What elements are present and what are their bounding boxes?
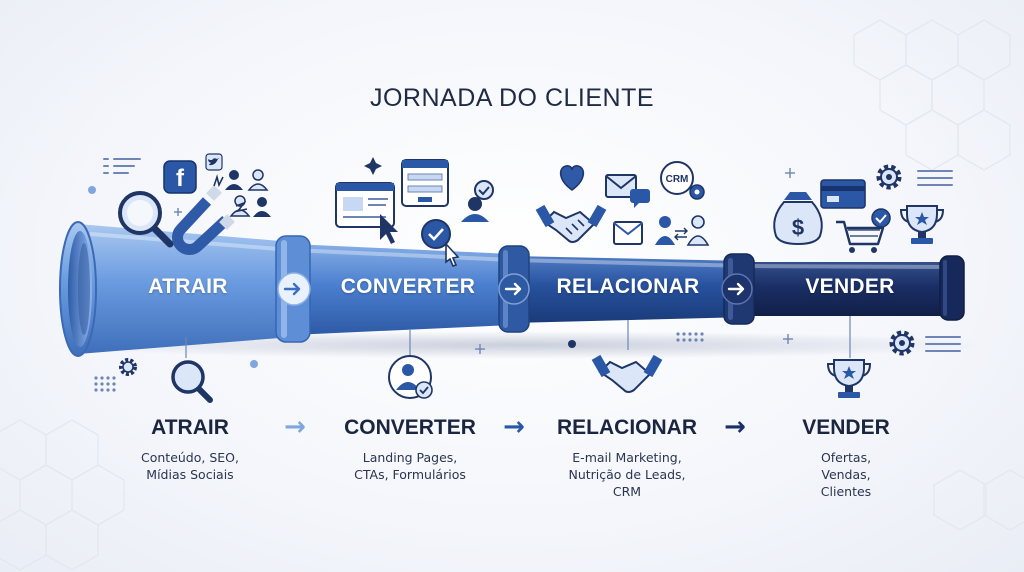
pipe-arrow-3 bbox=[721, 273, 753, 305]
step-desc-converter: Landing Pages, CTAs, Formulários bbox=[310, 449, 510, 483]
lines-right-icon bbox=[917, 170, 953, 186]
step-desc-atrair: Conteúdo, SEO, Mídias Sociais bbox=[90, 449, 290, 483]
funnel-pipe bbox=[59, 221, 965, 357]
step-desc-relacionar: E-mail Marketing, Nutrição de Leads, CRM bbox=[527, 449, 727, 500]
pipe-mouth bbox=[59, 221, 97, 357]
search-icon bbox=[171, 360, 213, 403]
stage-label-relacionar: RELACIONAR bbox=[556, 275, 700, 298]
pipe-arrow-2 bbox=[498, 273, 530, 305]
step-arrow-3: → bbox=[724, 412, 746, 442]
stage-label-vender: VENDER bbox=[805, 275, 895, 298]
step-desc-line: E-mail Marketing, bbox=[572, 450, 682, 465]
dots-grid-icon bbox=[94, 376, 116, 392]
lines-icon bbox=[103, 158, 141, 174]
users-icon bbox=[225, 169, 271, 217]
newsletter-icon bbox=[613, 221, 643, 245]
user-verified-icon bbox=[388, 355, 433, 399]
trophy-icon bbox=[899, 205, 945, 244]
twitter-icon bbox=[205, 153, 223, 171]
form-icon bbox=[401, 159, 449, 207]
chat-icon bbox=[630, 189, 650, 208]
pipe-arrow-1 bbox=[277, 272, 311, 306]
money-bag-icon: $ bbox=[773, 192, 823, 246]
browser-window-icon bbox=[335, 182, 395, 228]
mail-icon bbox=[605, 174, 637, 198]
step-desc-line: Vendas, bbox=[821, 467, 871, 482]
shopping-cart-icon bbox=[836, 208, 891, 253]
magnet-icon bbox=[172, 174, 248, 255]
facebook-glyph: f bbox=[176, 165, 185, 192]
click-check-icon bbox=[421, 219, 460, 267]
step-desc-line: CTAs, Formulários bbox=[354, 467, 466, 482]
pipe-segment-relacionar bbox=[512, 256, 748, 323]
diagram-title: JORNADA DO CLIENTE bbox=[369, 84, 655, 112]
step-desc-line: Landing Pages, bbox=[362, 450, 458, 465]
step-desc-line: Conteúdo, SEO, bbox=[141, 450, 239, 465]
sparkle-icon bbox=[174, 208, 182, 216]
crm-glyph: CRM bbox=[666, 174, 689, 185]
connector-lines bbox=[185, 316, 851, 358]
credit-card-icon bbox=[820, 179, 866, 209]
dots-grid-right-icon bbox=[676, 332, 704, 342]
pipe-segment-atrair bbox=[78, 224, 292, 354]
step-title-vender: VENDER bbox=[802, 416, 890, 439]
stage-label-atrair: ATRAIR bbox=[148, 275, 228, 298]
dot-small-icon bbox=[250, 360, 258, 368]
cursor-icon bbox=[380, 214, 398, 244]
step-title-relacionar: RELACIONAR bbox=[557, 416, 697, 439]
pipe-end-cap bbox=[939, 255, 965, 321]
handshake-icon bbox=[535, 204, 607, 243]
step-desc-line: Mídias Sociais bbox=[146, 467, 234, 482]
crm-icon: CRM bbox=[660, 161, 705, 200]
user-check-icon bbox=[461, 180, 494, 222]
handshake-bottom-icon bbox=[591, 354, 663, 393]
step-desc-line: Nutrição de Leads, bbox=[568, 467, 686, 482]
facebook-icon: f bbox=[163, 160, 197, 194]
lines-bottom-icon bbox=[925, 336, 961, 352]
sparkle-small-icon bbox=[785, 168, 795, 178]
dot-dark-icon bbox=[568, 340, 576, 348]
pipe-segment-converter bbox=[292, 244, 512, 335]
dot-icon bbox=[88, 186, 96, 194]
magnifier-icon bbox=[118, 191, 174, 248]
step-desc-line: Ofertas, bbox=[820, 450, 872, 465]
step-arrow-1: → bbox=[284, 412, 306, 442]
step-desc-line: CRM bbox=[612, 484, 642, 499]
gear-small-icon bbox=[119, 358, 137, 376]
pipe-segment-vender bbox=[748, 262, 950, 316]
step-desc-line: Clientes bbox=[820, 484, 872, 499]
trophy-bottom-icon bbox=[826, 359, 872, 398]
gear-icon bbox=[876, 164, 902, 190]
step-title-atrair: ATRAIR bbox=[151, 416, 229, 439]
star-sparkle-icon bbox=[364, 157, 382, 175]
heart-icon bbox=[559, 165, 585, 191]
sparkle-bottom-icon bbox=[475, 334, 793, 354]
step-desc-vender: Ofertas, Vendas, Clientes bbox=[746, 449, 946, 500]
step-title-converter: CONVERTER bbox=[344, 416, 476, 439]
dollar-glyph: $ bbox=[792, 215, 804, 240]
gear-bottom-icon bbox=[889, 330, 915, 356]
step-arrow-2: → bbox=[503, 412, 525, 442]
stage-label-converter: CONVERTER bbox=[340, 275, 476, 298]
team-exchange-icon bbox=[655, 215, 710, 246]
